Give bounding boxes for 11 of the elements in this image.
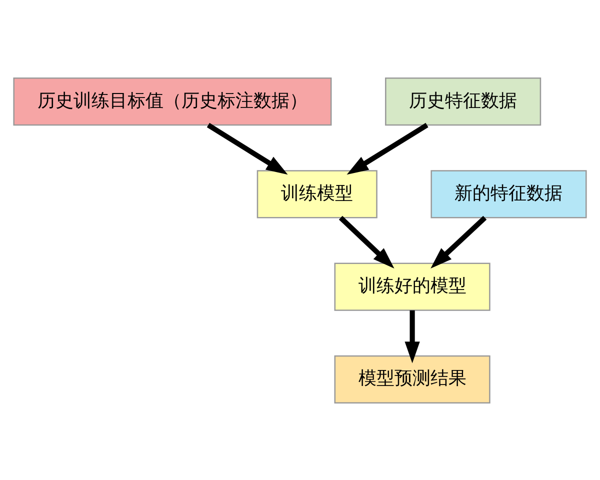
- node-box: 历史特征数据: [385, 76, 542, 126]
- node-box: 新的特征数据: [430, 170, 587, 218]
- node-box: 训练好的模型: [334, 262, 490, 310]
- arrow: [404, 310, 420, 363]
- arrow: [430, 215, 487, 268]
- node-box: 模型预测结果: [334, 354, 490, 404]
- arrow: [346, 122, 428, 174]
- node-box: 历史训练目标值（历史标注数据）: [13, 76, 332, 126]
- arrow: [206, 122, 288, 174]
- arrow: [338, 215, 394, 268]
- node-box: 训练模型: [256, 170, 378, 218]
